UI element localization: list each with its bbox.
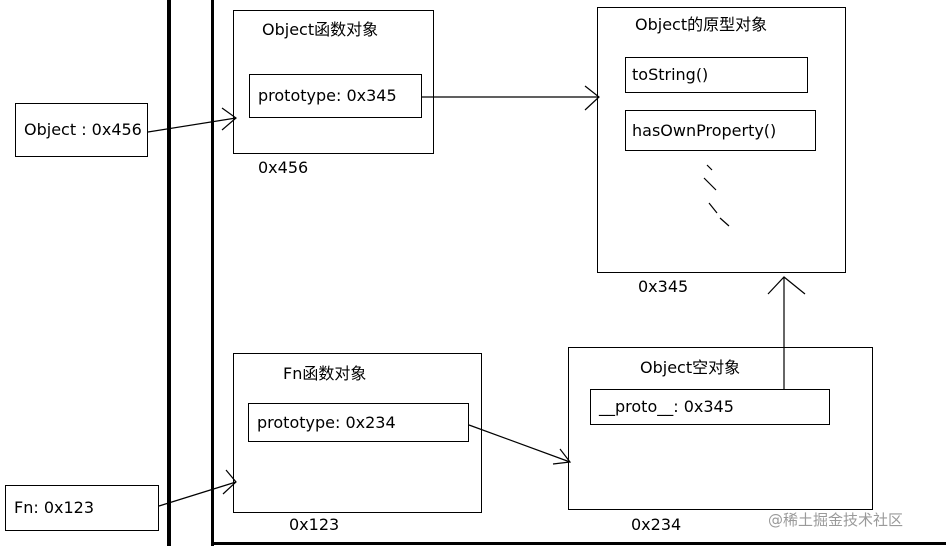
empty-object-box	[568, 347, 873, 510]
fn-function-prototype-field: prototype: 0x234	[248, 403, 469, 442]
object-function-box	[233, 10, 434, 154]
arrow-fn-to-function	[158, 469, 237, 507]
fn-function-address: 0x123	[289, 515, 340, 534]
tostring-method-field: toString()	[625, 57, 808, 93]
arrow-proto-to-prototype-object	[767, 276, 806, 389]
ellipsis-marks	[703, 164, 730, 227]
object-prototype-address: 0x345	[638, 277, 689, 296]
arrow-fn-prototype-to-empty-object	[468, 424, 572, 465]
arrow-object-to-function	[147, 107, 237, 133]
proto-field: __proto__: 0x345	[590, 389, 830, 425]
object-prototype-box	[597, 7, 846, 273]
object-function-address: 0x456	[258, 158, 309, 177]
fn-variable-box: Fn: 0x123	[5, 485, 159, 531]
heap-bottom-border	[211, 542, 946, 545]
watermark: @稀土掘金技术社区	[768, 511, 904, 529]
object-prototype-title: Object的原型对象	[635, 15, 768, 34]
object-function-title: Object函数对象	[262, 20, 379, 39]
stack-heap-divider-left	[167, 0, 171, 546]
empty-object-address: 0x234	[631, 515, 682, 534]
stack-heap-divider-right	[211, 0, 214, 546]
empty-object-title: Object空对象	[640, 358, 741, 377]
fn-function-title: Fn函数对象	[283, 364, 367, 383]
hasownproperty-method-field: hasOwnProperty()	[625, 110, 816, 151]
object-variable-box: Object : 0x456	[15, 103, 148, 157]
fn-function-box	[233, 353, 482, 513]
object-function-prototype-field: prototype: 0x345	[249, 74, 422, 118]
arrow-prototype-to-proto-object	[422, 85, 600, 111]
